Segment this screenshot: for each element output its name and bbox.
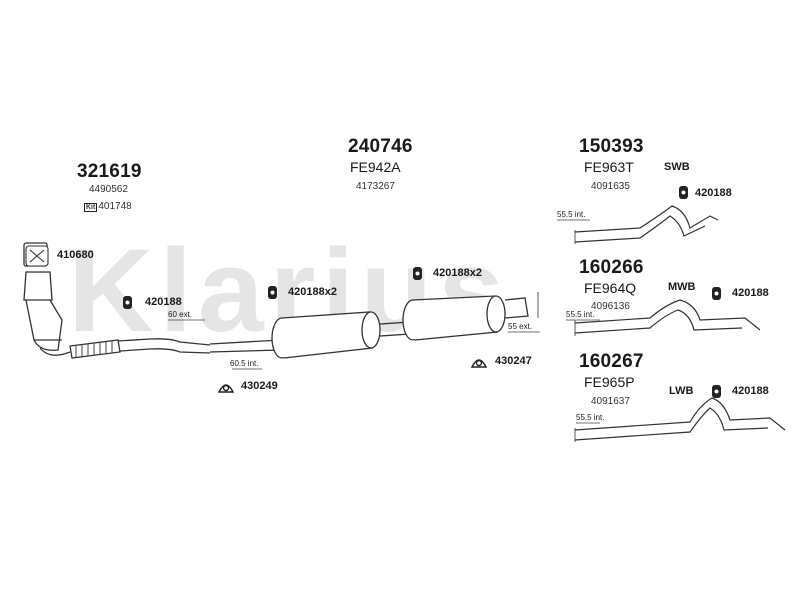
- mwb-code: FE964Q: [584, 280, 637, 296]
- hanger-icon-mwb: [712, 287, 721, 300]
- hanger-icon-front: [268, 286, 277, 299]
- variant-lwb: LWB: [669, 385, 694, 397]
- variant-swb: SWB: [664, 161, 690, 173]
- catalyst-part-number: 321619: [77, 161, 142, 182]
- dim-55-5-int-lwb: 55.5 int.: [576, 413, 605, 422]
- catalyst-kit-number: 401748: [98, 201, 132, 212]
- centre-silencer: [209, 311, 411, 359]
- mwb-oe-number: 4096136: [591, 301, 630, 312]
- mid-hanger-ref: 420188x2: [433, 267, 482, 279]
- rear-box: [402, 292, 539, 341]
- mwb-part-number: 160266: [579, 257, 644, 278]
- tailpipe-lwb: [574, 397, 786, 442]
- hanger-icon-cat: [123, 296, 132, 309]
- clamp-icon-front: [217, 384, 235, 393]
- swb-hanger-ref: 420188: [695, 187, 732, 199]
- centre-silencer-part-number: 240746: [348, 136, 413, 157]
- rear-clamp-ref: 430247: [495, 355, 532, 367]
- front-hanger-ref: 420188x2: [288, 286, 337, 298]
- dim-55-ext: 55 ext.: [508, 322, 533, 331]
- dimension-lines: [168, 219, 600, 424]
- kit-badge: Kit: [84, 203, 98, 212]
- lwb-hanger-ref: 420188: [732, 385, 769, 397]
- catalyst-oe-number: 4490562: [89, 184, 128, 195]
- hanger-icon-swb: [679, 186, 688, 199]
- dim-55-5-int-swb: 55.5 int.: [557, 210, 586, 219]
- hanger-icon-mid: [413, 267, 422, 280]
- clamp-icon-rear: [470, 359, 488, 368]
- catalyst-assembly: [23, 242, 211, 359]
- cat-hanger-ref: 420188: [145, 296, 182, 308]
- lwb-oe-number: 4091637: [591, 396, 630, 407]
- gasket-icon: [25, 245, 49, 267]
- lwb-code: FE965P: [584, 374, 635, 390]
- dim-60-ext: 60 ext.: [168, 310, 193, 319]
- variant-mwb: MWB: [668, 281, 696, 293]
- lwb-part-number: 160267: [579, 351, 644, 372]
- tailpipe-swb: [574, 205, 719, 244]
- dim-60-5-int: 60.5 int.: [230, 359, 259, 368]
- tailpipe-mwb: [574, 299, 761, 336]
- swb-code: FE963T: [584, 159, 634, 175]
- swb-part-number: 150393: [579, 136, 644, 157]
- centre-silencer-code: FE942A: [350, 159, 401, 175]
- mwb-hanger-ref: 420188: [732, 287, 769, 299]
- hanger-icon-lwb: [712, 385, 721, 398]
- centre-silencer-oe-number: 4173267: [356, 181, 395, 192]
- dim-55-5-int-mwb: 55.5 int.: [566, 310, 595, 319]
- gasket-ref: 410680: [57, 249, 94, 261]
- swb-oe-number: 4091635: [591, 181, 630, 192]
- front-clamp-ref: 430249: [241, 380, 278, 392]
